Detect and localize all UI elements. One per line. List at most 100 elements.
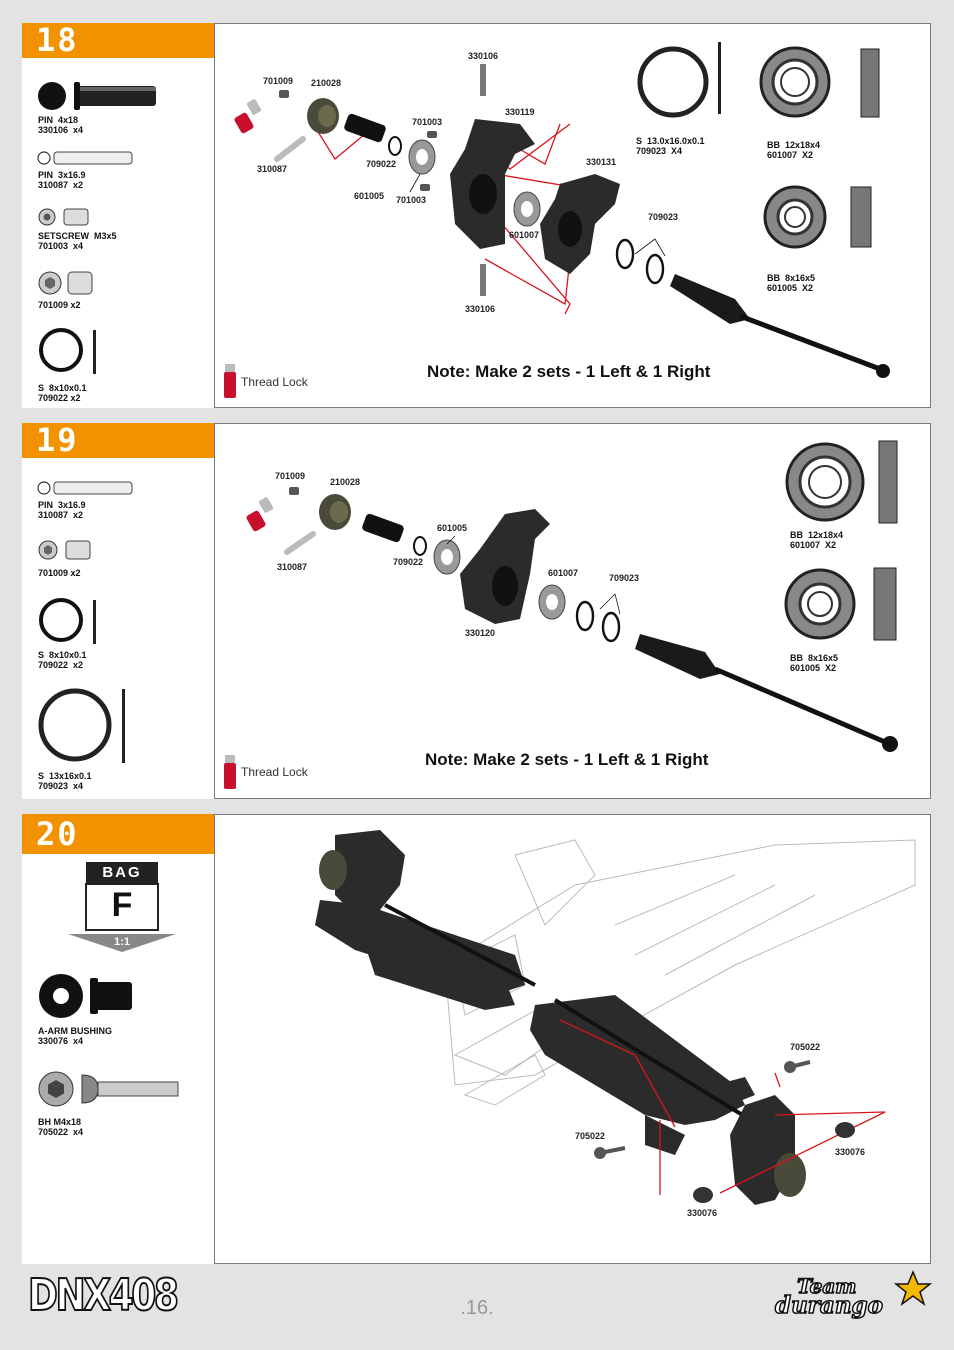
bearing-12x18-display (759, 46, 880, 118)
caster-block-330131 (540, 174, 620, 274)
hub-pin (362, 513, 404, 543)
shim-709023-b (601, 611, 621, 643)
label-bearing-8x16: BB 8x16x5 601005 X2 (767, 273, 816, 293)
shim-large-display (637, 42, 721, 118)
exploded-view-20 (315, 830, 916, 1205)
threadlock-bottle-icon (234, 99, 262, 134)
callout-601005: 601005 (354, 191, 385, 201)
pin-310087 (284, 531, 316, 555)
star-icon (893, 1270, 933, 1306)
front-upright-assembly (315, 830, 525, 1010)
bearing-8x16-display (784, 567, 897, 641)
callout-210028: 210028 (311, 78, 342, 88)
bag-scale: 1:1 (114, 936, 130, 948)
callout-709022: 709022 (366, 159, 397, 169)
setscrew-large-icon (38, 271, 93, 295)
threadlock-label: Thread Lock (241, 765, 308, 779)
threadlock-label: Thread Lock (241, 375, 308, 389)
step-number: 19 (22, 423, 214, 458)
shim-709023-a (575, 600, 595, 632)
pin-thin-icon (37, 151, 133, 165)
pin-330106-bottom (480, 264, 486, 296)
step-number: 20 (22, 814, 214, 854)
model-logo: DNX408 (27, 1269, 180, 1322)
callout-210028: 210028 (330, 477, 361, 487)
callout-709022: 709022 (393, 557, 424, 567)
callout-330106-top: 330106 (468, 51, 499, 61)
pin-long-icon (38, 82, 156, 110)
pin-310087 (274, 136, 306, 162)
note-text: Note: Make 2 sets - 1 Left & 1 Right (425, 750, 709, 769)
step-18: 18 PIN 4x18 330106 x4 PIN 3x16.9 310087 … (22, 23, 931, 408)
setscrew-icon (38, 208, 89, 226)
step-number: 18 (22, 23, 214, 58)
callout-601005: 601005 (437, 523, 468, 533)
setscrew-701003 (427, 131, 437, 138)
button-head-screw-icon (38, 1071, 179, 1107)
rear-hub-carrier (730, 1095, 806, 1205)
pin-thin-icon (37, 481, 133, 495)
callout-705022-top: 705022 (790, 1042, 821, 1052)
bag-icon (68, 862, 176, 952)
shim-709023-b (645, 253, 665, 285)
threadlock-legend-icon (224, 755, 236, 789)
callout-701009: 701009 (275, 471, 306, 481)
pin-330106-top (480, 64, 486, 96)
bearing-601007 (513, 191, 541, 227)
drive-shaft (635, 634, 898, 752)
upper-drive-shaft (384, 903, 536, 987)
label-bearing-8x16: BB 8x16x5 601005 X2 (790, 653, 839, 673)
callout-709023: 709023 (648, 212, 679, 222)
hub-pin (344, 113, 386, 143)
callout-330106-bottom: 330106 (465, 304, 496, 314)
bag-letter: F (111, 886, 133, 924)
label-bearing-12x18: BB 12x18x4 601007 X2 (790, 530, 844, 550)
callout-330076-bottom: 330076 (687, 1208, 718, 1218)
shim-icon (39, 598, 96, 644)
shim-709022 (388, 136, 402, 156)
step-20: 20 BAG F 1:1 A-ARM BUSHING 330076 x4 (22, 814, 931, 1264)
wheel-hub-210028 (307, 98, 339, 134)
callout-310087: 310087 (277, 562, 308, 572)
label-shim-13x16: S 13.0x16.0x0.1 709023 X4 (636, 136, 705, 156)
setscrew-701003-b (420, 184, 430, 191)
callout-601007: 601007 (509, 230, 540, 240)
drive-shaft (670, 274, 890, 378)
bag-title: BAG (102, 864, 142, 881)
callout-701003: 701003 (412, 117, 443, 127)
callout-709023: 709023 (609, 573, 640, 583)
parts-sidebar: 18 PIN 4x18 330106 x4 PIN 3x16.9 310087 … (22, 23, 214, 408)
callout-310087: 310087 (257, 164, 288, 174)
bushing-330076-right (835, 1122, 855, 1138)
steering-block-330119 (450, 119, 535, 249)
exploded-view-19 (224, 440, 898, 789)
leader-lines (409, 173, 666, 257)
shim-709023-a (615, 238, 635, 270)
callout-lines (559, 1019, 886, 1195)
callout-701003-b: 701003 (396, 195, 427, 205)
screw-705022-top (784, 1060, 811, 1073)
assembly-diagram: 705022 705022 330076 330076 (214, 814, 931, 1264)
callout-705022-bottom: 705022 (575, 1131, 606, 1141)
page-number: .16. (460, 1297, 494, 1319)
callout-330076-right: 330076 (835, 1147, 866, 1157)
callout-330119: 330119 (505, 107, 535, 117)
assembly-diagram: 701009 210028 310087 709022 601005 60100… (214, 423, 931, 799)
callout-330131: 330131 (586, 157, 617, 167)
bearing-12x18-display (785, 440, 898, 524)
bearing-8x16-display (763, 185, 872, 249)
step-19: 19 PIN 3x16.9 310087 x2 701009 x2 S 8x10… (22, 423, 931, 799)
parts-sidebar: 20 BAG F 1:1 A-ARM BUSHING 330076 x4 (22, 814, 214, 1264)
shim-large-icon (38, 688, 125, 763)
rear-a-arm (530, 995, 755, 1155)
caster-block-330120 (460, 509, 550, 624)
setscrew-701009 (289, 487, 299, 495)
bushing-icon (39, 974, 132, 1018)
bearing-601005 (433, 539, 461, 575)
screw-705022-bottom (594, 1146, 626, 1159)
shim-709022 (413, 536, 427, 556)
wheel-hub-210028 (319, 494, 351, 530)
threadlock-legend-icon (224, 364, 236, 398)
setscrew-icon (38, 540, 91, 560)
label-bearing-12x18: BB 12x18x4 601007 X2 (767, 140, 821, 160)
